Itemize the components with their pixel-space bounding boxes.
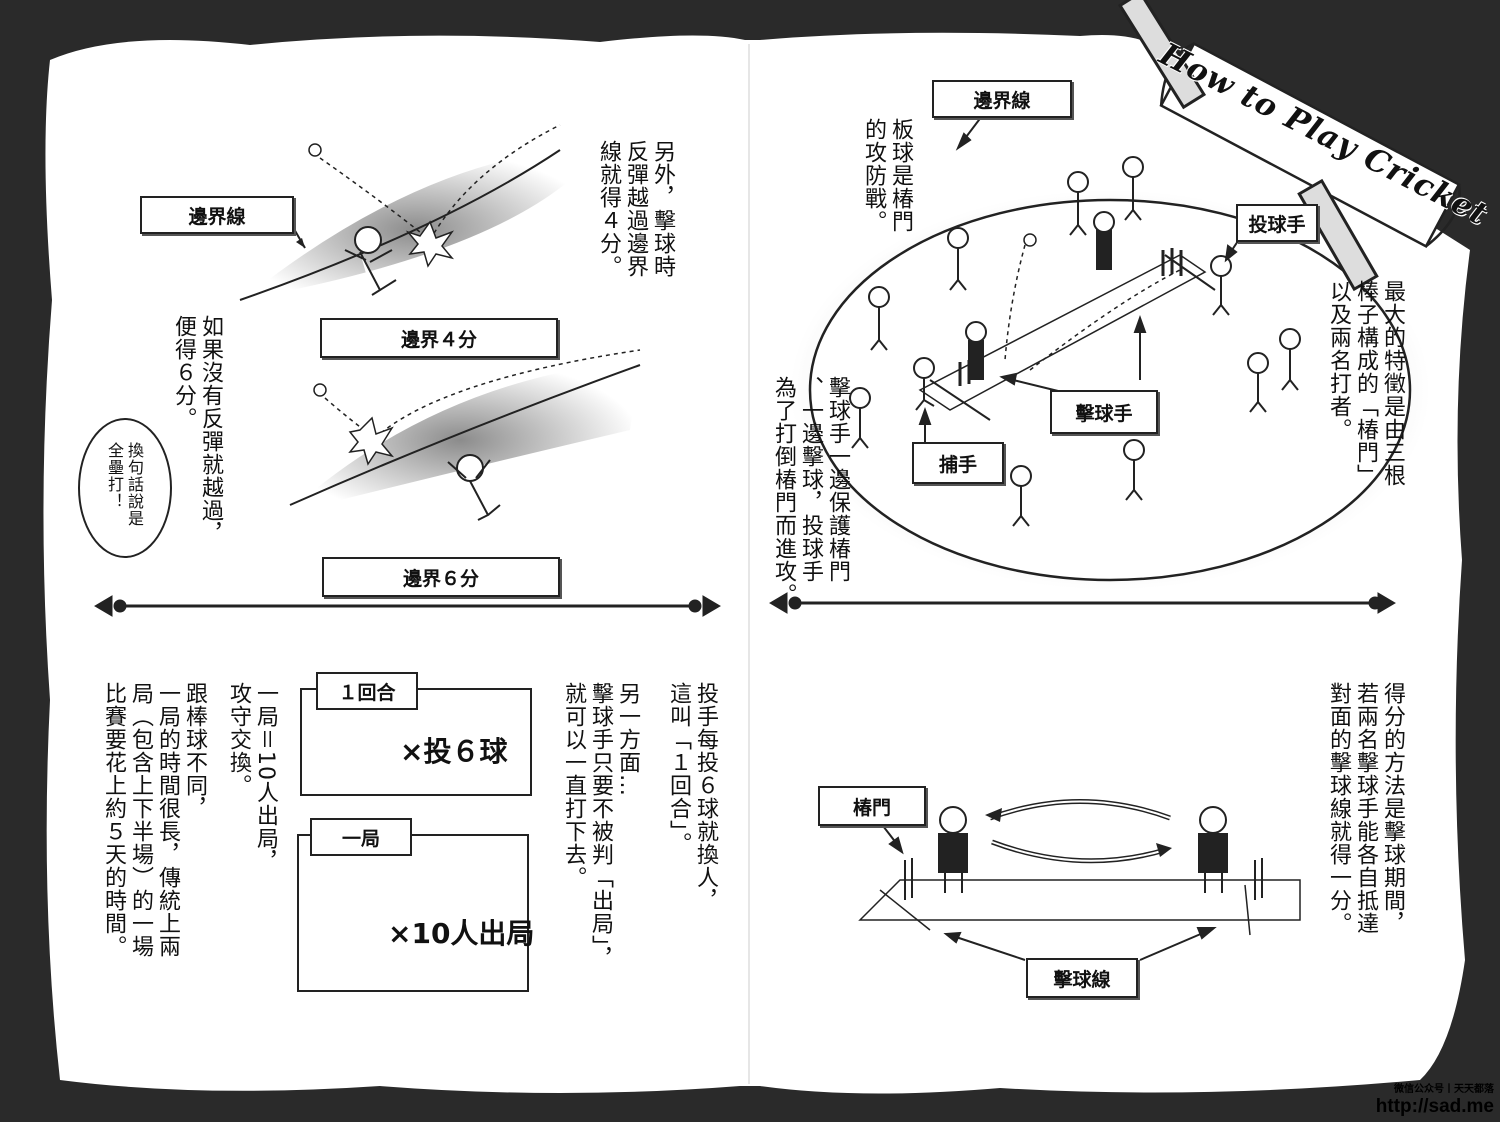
bubble-text: 換句話說是 全壘打！	[105, 442, 144, 527]
text-over: 投手每投６球就換人， 這叫「１回合」。	[666, 682, 718, 912]
text-innings: 一局＝10人出局， 攻守交換。	[226, 682, 278, 873]
text-rebound: 另外，擊球時 反彈越過邊界 線就得４分。	[596, 140, 675, 278]
label-keeper: 捕手	[912, 442, 1004, 484]
watermark-url: http://sad.me	[1375, 1096, 1494, 1117]
text-roles: 擊球手一邊保護椿門 、一邊擊球，投球手 為了打倒椿門而進攻。	[771, 376, 850, 606]
box-innings-caption: ×10人出局	[388, 917, 535, 950]
label-wicket: 椿門	[818, 786, 926, 826]
watermark-line1: 微信公众号丨天天都落	[1394, 1084, 1494, 1095]
label-boundary-left: 邊界線	[140, 196, 294, 234]
text-scoring: 得分的方法是擊球期間， 若兩名擊球手能各自抵達 對面的擊球線就得一分。	[1326, 682, 1405, 935]
label-boundary-right: 邊界線	[932, 80, 1072, 118]
text-duration: 跟棒球不同， 一局的時間很長，傳統上兩 局（包含上下半場）的一場 比賽要花上約５…	[101, 682, 207, 958]
box-innings-label: 一局	[310, 818, 412, 856]
text-attack: 板球是椿門 的攻防戰。	[861, 118, 913, 233]
label-boundary-6: 邊界６分	[322, 557, 560, 597]
text-no-rebound: 如果沒有反彈就越過， 便得６分。	[171, 315, 223, 545]
text-batsman: 另一方面… 擊球手只要不被判「出局」， 就可以一直打下去。	[561, 682, 640, 970]
box-over-label: １回合	[316, 672, 418, 710]
label-bowler: 投球手	[1236, 204, 1318, 242]
label-batsman: 擊球手	[1050, 390, 1158, 434]
label-crease: 擊球線	[1026, 958, 1138, 998]
label-boundary-4: 邊界４分	[320, 318, 558, 358]
box-innings	[297, 834, 529, 992]
text-feature: 最大的特徵是由三根 棒子構成的「椿門」 以及兩名打者。	[1326, 280, 1405, 487]
box-over-caption: ×投６球	[400, 735, 508, 768]
speech-bubble: 換句話說是 全壘打！	[78, 418, 172, 558]
watermark: 微信公众号丨天天都落 http://sad.me	[1362, 1084, 1494, 1118]
